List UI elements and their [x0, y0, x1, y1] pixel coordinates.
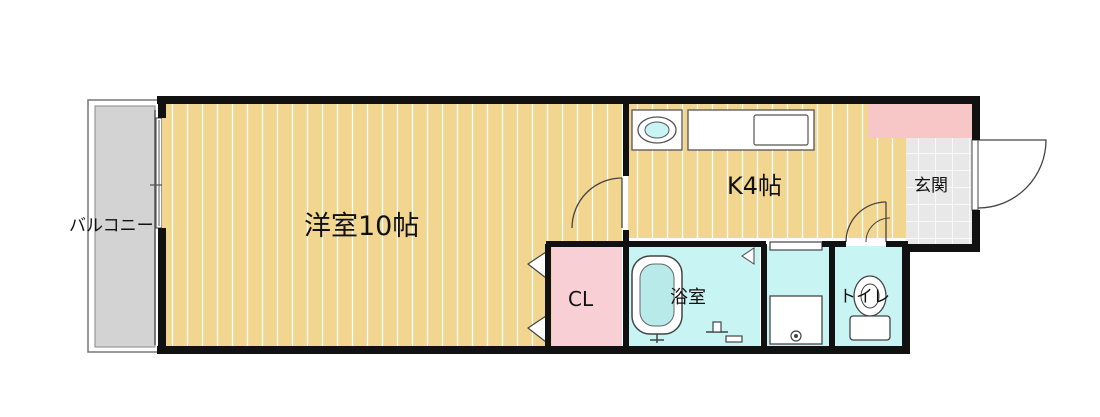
- kitchen-label: K4帖: [727, 172, 783, 200]
- toilet-label: トイレ: [839, 287, 890, 307]
- laundry-door-frame: [769, 241, 823, 251]
- balcony: [87, 99, 161, 353]
- bathroom-label: 浴室: [670, 287, 706, 308]
- western-room-label: 洋室10帖: [304, 211, 420, 242]
- closet-floor: [552, 246, 622, 346]
- toilet-icon: [849, 275, 891, 341]
- closet-label: CL: [568, 287, 594, 311]
- entrance-label: 玄関: [914, 176, 948, 196]
- wash-basin-icon: [631, 109, 683, 151]
- walls: [157, 96, 980, 354]
- bathroom-folding-door: [741, 247, 755, 265]
- toilet-door: [845, 201, 887, 243]
- balcony-label: バルコニー: [69, 216, 154, 236]
- faucet-icon: [706, 321, 743, 343]
- entrance-area: [868, 104, 972, 246]
- kitchen-counter: [687, 109, 815, 151]
- room-door: [571, 177, 623, 229]
- shoe-box: [868, 104, 972, 138]
- entrance-door: [971, 139, 1047, 211]
- bathroom-door: [865, 217, 891, 243]
- bathtub-icon: [631, 255, 683, 343]
- washing-machine-icon: [769, 295, 823, 345]
